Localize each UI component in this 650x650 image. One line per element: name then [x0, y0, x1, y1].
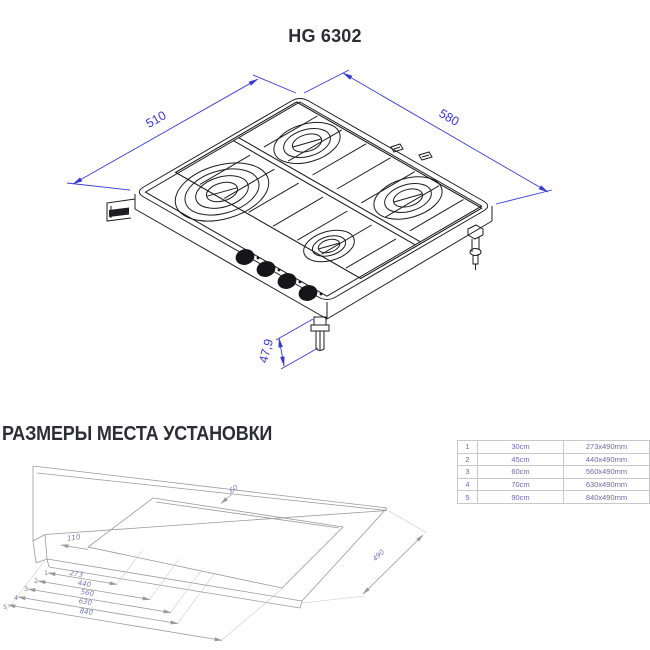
dimension-height-47-9: 47,9	[256, 318, 319, 370]
cutout-width-label-4: 630	[78, 597, 93, 607]
size-table-cell: 4	[457, 477, 478, 492]
size-table-cell: 45cm	[477, 452, 564, 467]
row-index-3: 3	[24, 585, 28, 593]
left-bracket	[106, 198, 136, 222]
construction-rays	[5, 510, 428, 641]
row-index-4: 4	[14, 594, 18, 602]
cutout-outline	[87, 497, 344, 589]
burner-left-large	[174, 162, 270, 222]
installation-section-heading: РАЗМЕРЫ МЕСТА УСТАНОВКИ	[2, 423, 273, 445]
size-table-cell: 2	[457, 452, 478, 467]
size-table-cell: 90cm	[477, 490, 564, 504]
cutout-width-label-1: 273	[69, 569, 83, 579]
hob-dimensions: 510 580 47,9	[66, 69, 553, 370]
cutout-width-label-5: 840	[79, 607, 94, 617]
knob-2	[256, 261, 276, 277]
rear-offset-leader	[220, 493, 233, 504]
row-index-2: 2	[34, 577, 38, 585]
product-title: HG 6302	[288, 26, 362, 46]
burner-rear-center	[273, 121, 341, 165]
front-offset-label: 110	[67, 533, 82, 543]
hob-isometric-drawing	[106, 98, 493, 351]
size-table-cell: 3	[457, 465, 478, 479]
hob-top-outline	[138, 98, 489, 300]
depth-dim-label: 580	[436, 106, 461, 129]
worktop-outline	[32, 465, 388, 609]
cutout-depth-dimension	[362, 534, 424, 595]
size-table-cell: 1	[457, 440, 478, 454]
height-dim-label: 47,9	[256, 337, 276, 364]
row-index-1: 1	[44, 569, 48, 577]
size-table-cell: 840x490mm	[563, 490, 650, 504]
dimension-width-510: 510	[66, 74, 297, 191]
front-foot	[310, 316, 330, 351]
dimension-depth-580: 580	[303, 69, 553, 205]
cutout-width-label-2: 440	[77, 579, 92, 589]
knob-4	[298, 285, 318, 301]
cutout-width-dimensions	[7, 572, 223, 642]
size-table-cell: 273x490mm	[563, 440, 650, 454]
row-index-5: 5	[3, 603, 7, 611]
installation-drawing: 273 440 560 630 840 1 2 3 4 5 110 60 490	[3, 465, 428, 642]
burner-front-small	[303, 229, 355, 263]
size-table-cell: 630x490mm	[563, 477, 650, 492]
cutout-depth-label: 490	[371, 548, 387, 563]
front-offset-leader	[60, 544, 89, 550]
hob-apron-edges	[134, 194, 493, 320]
size-table-cell: 60cm	[477, 465, 564, 479]
gas-inlet-valve	[467, 224, 484, 270]
burner-right	[373, 176, 443, 220]
size-table-cell: 440x490mm	[563, 452, 650, 467]
width-dim-label: 510	[144, 108, 169, 130]
cutout-width-label-3: 560	[80, 588, 95, 598]
size-table-cell: 560x490mm	[563, 465, 650, 479]
size-table-cell: 30cm	[477, 440, 564, 454]
size-table-cell: 5	[457, 490, 478, 504]
knob-3	[277, 273, 297, 289]
size-table-cell: 70cm	[477, 477, 564, 492]
pan-support-center-rail	[233, 137, 421, 246]
knob-1	[235, 249, 255, 265]
control-knobs	[235, 249, 323, 301]
